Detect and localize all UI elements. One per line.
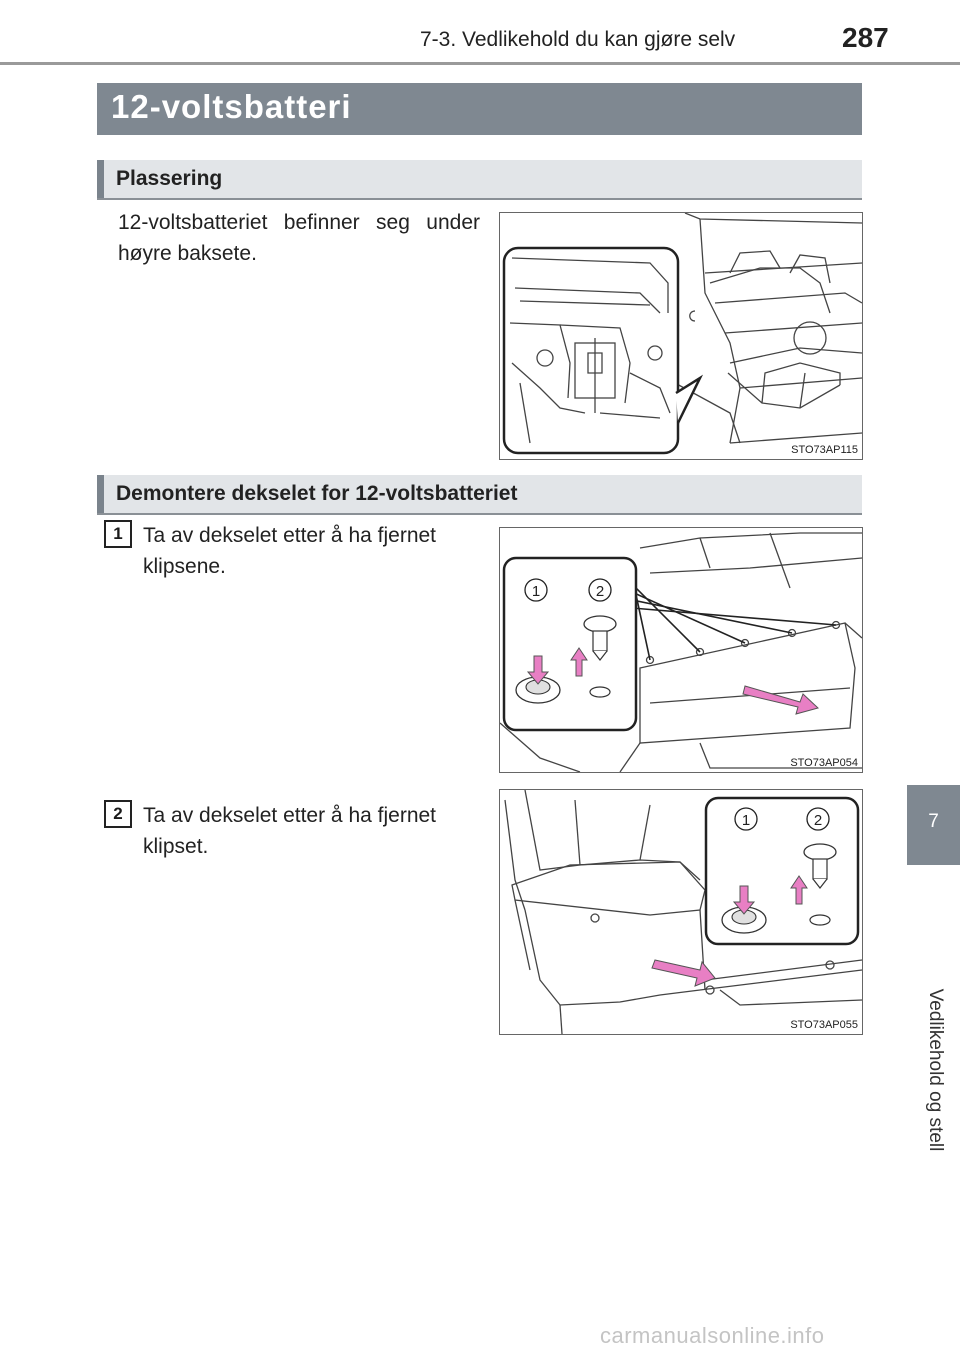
page-title-bar: 12-voltsbatteri <box>97 83 862 135</box>
figure-battery-location: STO73AP115 <box>499 212 863 460</box>
section-heading-label: Demontere dekselet for 12-voltsbatteriet <box>116 482 518 505</box>
figure-code: STO73AP054 <box>790 757 858 769</box>
placement-text: 12-voltsbatteriet befinner seg under høy… <box>118 211 480 265</box>
page-number: 287 <box>842 22 889 53</box>
remove-clips-illustration: 1 2 <box>500 532 862 772</box>
step-1-text: Ta av dekselet etter å ha fjernet klipse… <box>143 524 437 578</box>
figure-code: STO73AP115 <box>791 444 858 456</box>
figure-step-2: 1 2 STO73AP055 <box>499 789 863 1035</box>
chapter-tab-label: Vedlikehold og stell <box>925 988 946 1152</box>
chapter-title: 7-3. Vedlikehold du kan gjøre selv <box>420 28 736 51</box>
callout-1: 1 <box>742 812 750 829</box>
watermark: carmanualsonline.info <box>600 1323 825 1348</box>
remove-clip-illustration: 1 2 <box>504 790 862 1034</box>
chapter-tab-number: 7 <box>928 811 939 832</box>
section-accent <box>97 475 104 513</box>
section-accent <box>97 160 104 198</box>
page-title: 12-voltsbatteri <box>111 88 352 125</box>
step-number-1: 1 <box>104 520 132 548</box>
battery-location-illustration <box>502 213 862 455</box>
figure-step-1: 1 2 STO73AP054 <box>499 527 863 773</box>
chapter-tab: 7 <box>907 785 960 865</box>
header-divider <box>0 62 960 65</box>
section-heading-remove-cover: Demontere dekselet for 12-voltsbatteriet <box>97 475 862 515</box>
callout-1: 1 <box>532 583 540 600</box>
section-heading-label: Plassering <box>116 167 223 190</box>
callout-2: 2 <box>814 812 822 829</box>
section-heading-placement: Plassering <box>97 160 862 200</box>
step-number-2: 2 <box>104 800 132 828</box>
figure-code: STO73AP055 <box>790 1019 858 1031</box>
callout-2: 2 <box>596 583 604 600</box>
step-2-text: Ta av dekselet etter å ha fjernet klipse… <box>143 804 437 858</box>
